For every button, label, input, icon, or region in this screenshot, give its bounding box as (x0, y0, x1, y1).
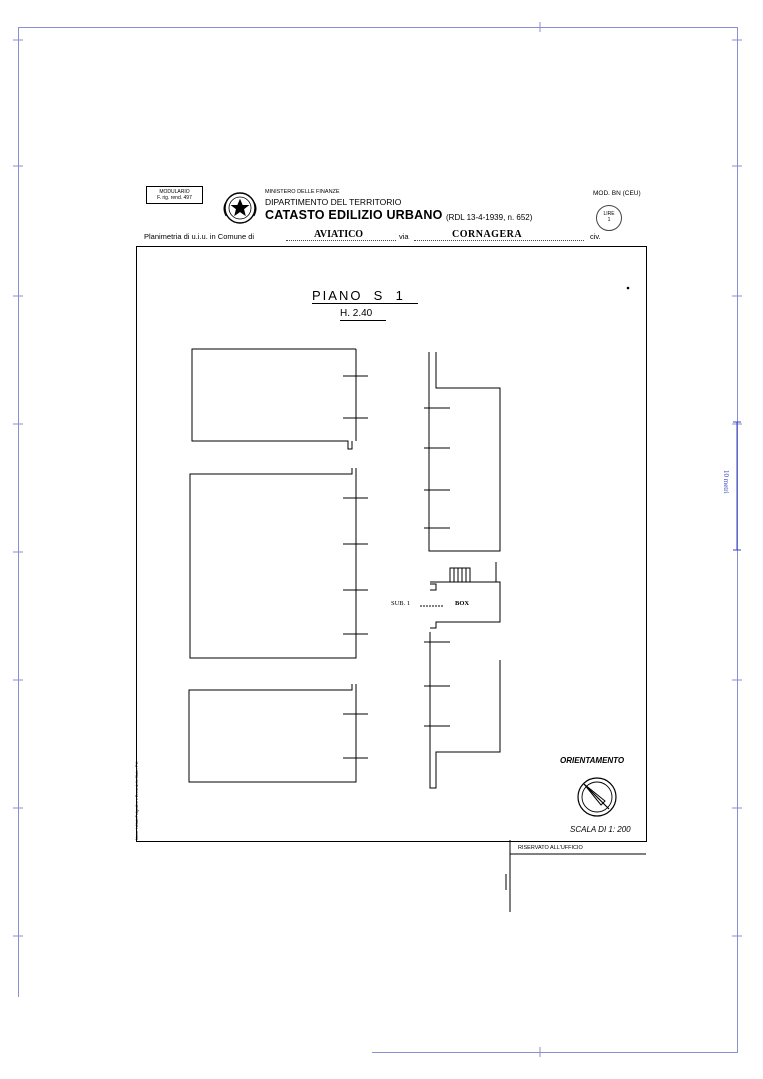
law-reference: (RDL 13-4-1939, n. 652) (446, 213, 533, 222)
reserved-label: RISERVATO ALL'UFFICIO (518, 845, 583, 851)
catasto-title: CATASTO EDILIZIO URBANO (265, 208, 443, 222)
compass-icon (577, 777, 617, 817)
ministry-label: MINISTERO DELLE FINANZE (265, 189, 340, 195)
frame-bottom-line (372, 1052, 738, 1053)
floor-title: PIANO S 1 (312, 288, 405, 303)
floor-height: H. 2.40 (340, 308, 373, 319)
modulario-line2: F. rig. rend. 497 (157, 195, 192, 201)
floor-height-underline (340, 320, 386, 321)
stamp-top: LIRE (603, 211, 615, 217)
comune-value: AVIATICO (314, 229, 364, 240)
frame-top-line (18, 27, 738, 28)
plan-frame (136, 246, 647, 842)
comune-dots (286, 240, 396, 241)
stamp-circle: LIRE 1 (596, 205, 622, 231)
form-prefix: Planimetria di u.i.u. in Comune di (144, 232, 255, 241)
civ-label: civ. (590, 232, 601, 241)
department-label: DIPARTIMENTO DEL TERRITORIO (265, 197, 402, 207)
box-label: BOX (455, 600, 470, 607)
sub-label: SUB. 1 (391, 600, 411, 607)
floor-title-underline (312, 303, 418, 304)
frame-left-line (18, 27, 19, 997)
stamp-value: 1 (607, 217, 611, 223)
form-line: Planimetria di u.i.u. in Comune di AVIAT… (144, 229, 646, 241)
scale-label: SCALA DI 1: 200 (570, 825, 631, 834)
via-label: via (399, 232, 409, 241)
modulario-box: MODULARIO F. rig. rend. 497 (146, 186, 203, 204)
orientation-label: ORIENTAMENTO (560, 756, 625, 765)
model-code: MOD. BN (CEU) (593, 190, 641, 197)
modulario-line1: MODULARIO (159, 189, 190, 195)
via-value: CORNAGERA (452, 229, 523, 240)
via-dots (414, 240, 584, 241)
